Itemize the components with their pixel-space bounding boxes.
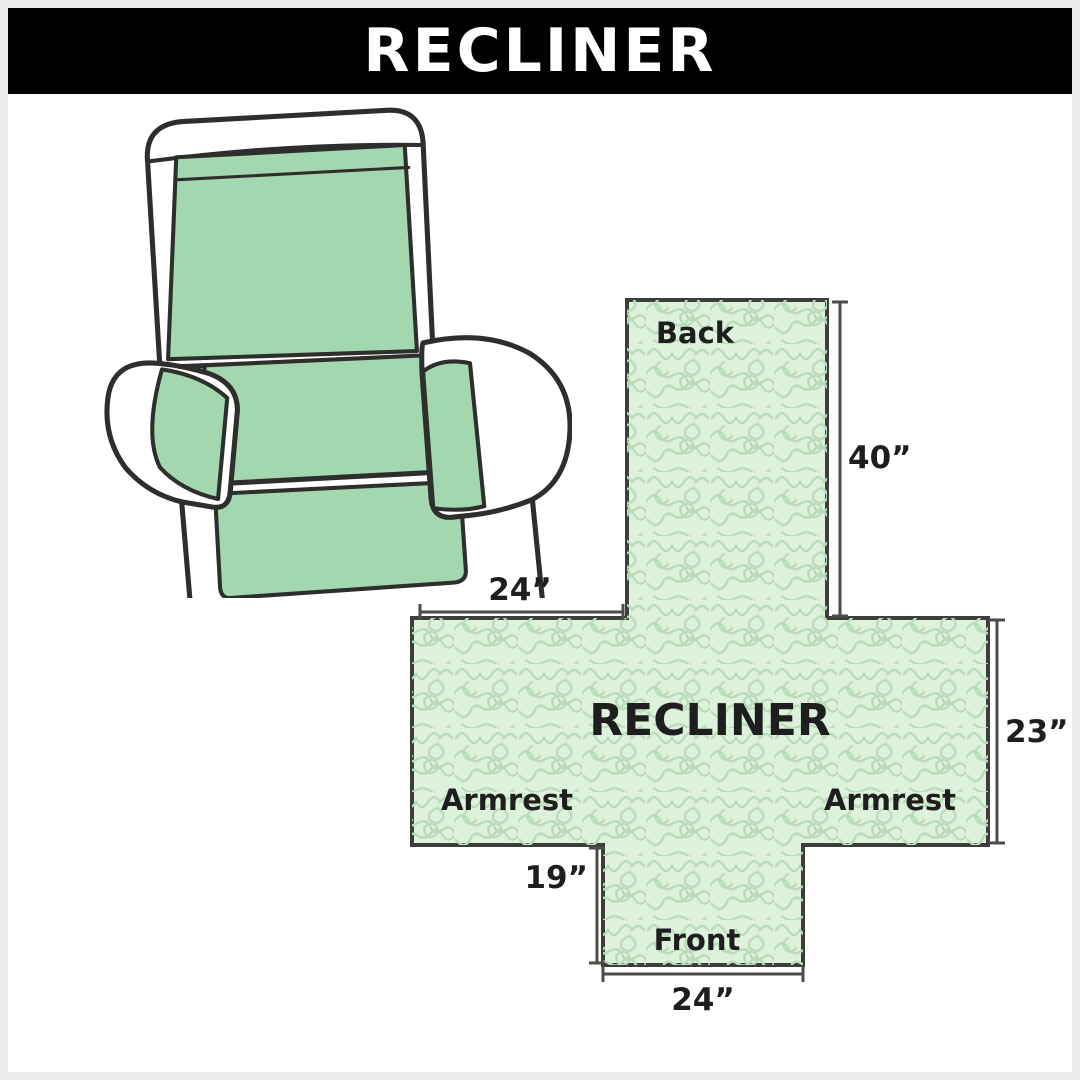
dim-label-front-width: 24” [671, 982, 735, 1018]
chair-right-armrest-cover [421, 359, 487, 512]
chair-back-fold-seam [176, 165, 411, 182]
chair-left-armrest-cover [150, 367, 230, 502]
label-armrest-left: Armrest [441, 783, 573, 817]
cover-cross-quilting [412, 300, 988, 965]
label-armrest-right: Armrest [824, 783, 956, 817]
dim-line-front-width [601, 966, 805, 982]
dim-label-front-height: 19” [524, 860, 588, 896]
title-bar: RECLINER [8, 8, 1072, 94]
dim-label-side-height: 23” [1005, 714, 1069, 750]
dim-line-front-height [589, 846, 605, 965]
recliner-chair-illustration [104, 107, 572, 598]
chair-front-cover-panel [212, 479, 468, 598]
chair-back-cover-panel [166, 142, 419, 362]
cover-layout-diagram-container: Back RECLINER Armrest Armrest Front 40” … [390, 280, 1080, 1026]
dim-label-top-width: 24” [488, 572, 552, 608]
dimension-lines [418, 300, 1005, 982]
dim-line-side-height [989, 618, 1005, 845]
page-title: RECLINER [363, 16, 717, 86]
chair-illustration-container [62, 98, 572, 598]
cover-layout-diagram: Back RECLINER Armrest Armrest Front 40” … [410, 298, 1069, 1018]
dim-line-back-height [832, 300, 848, 618]
label-front: Front [654, 923, 741, 957]
dim-label-back-height: 40” [848, 440, 912, 476]
label-center-recliner: RECLINER [589, 695, 830, 746]
dim-line-top-width [418, 604, 625, 620]
label-back: Back [656, 316, 735, 350]
